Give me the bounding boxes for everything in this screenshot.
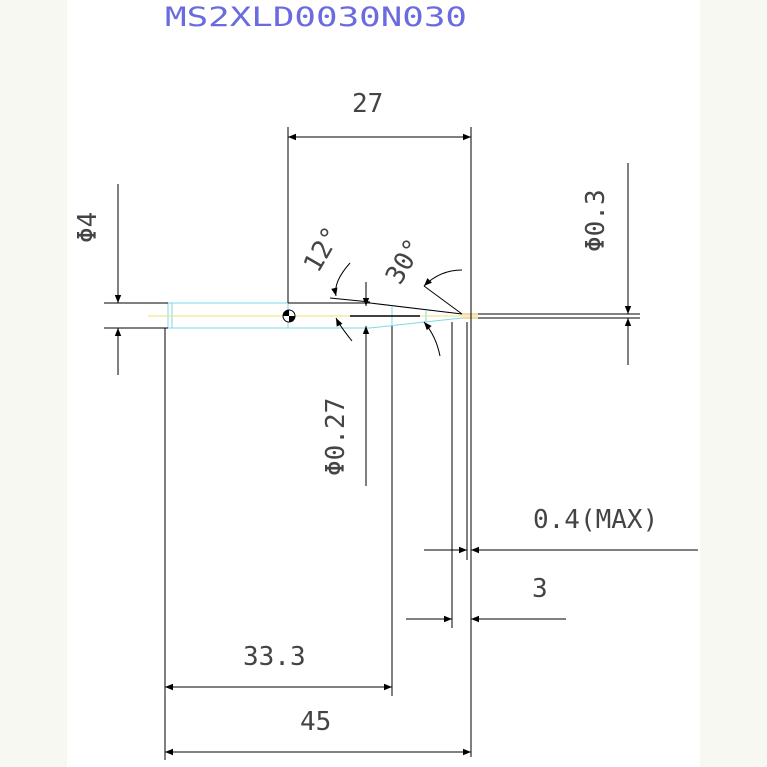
label-shank-diameter: Φ4: [73, 212, 103, 243]
label-length-33-3: 33.3: [243, 642, 306, 672]
dim-shank-diameter: [104, 184, 168, 375]
dim-angle-30: [423, 269, 463, 357]
dim-27: [287, 127, 472, 757]
label-length-45: 45: [300, 707, 331, 737]
dim-3: [406, 322, 566, 628]
background-left: [0, 0, 67, 767]
label-neck-diameter: Φ0.27: [321, 398, 351, 476]
background-right: [700, 0, 767, 767]
dim-0-4-max: [424, 322, 698, 560]
datum-mark-icon: [282, 309, 296, 323]
part-number-title: MS2XLD0030N030: [165, 2, 467, 33]
sheet-area: [67, 0, 700, 767]
label-tip-diameter: Φ0.3: [581, 189, 611, 252]
tool-outline: [148, 302, 490, 329]
label-0-4-max: 0.4(MAX): [533, 505, 658, 535]
label-length-27: 27: [352, 89, 383, 119]
dim-33-3: [164, 326, 393, 760]
label-length-3: 3: [532, 574, 548, 604]
dim-tip-diameter: [478, 163, 640, 365]
